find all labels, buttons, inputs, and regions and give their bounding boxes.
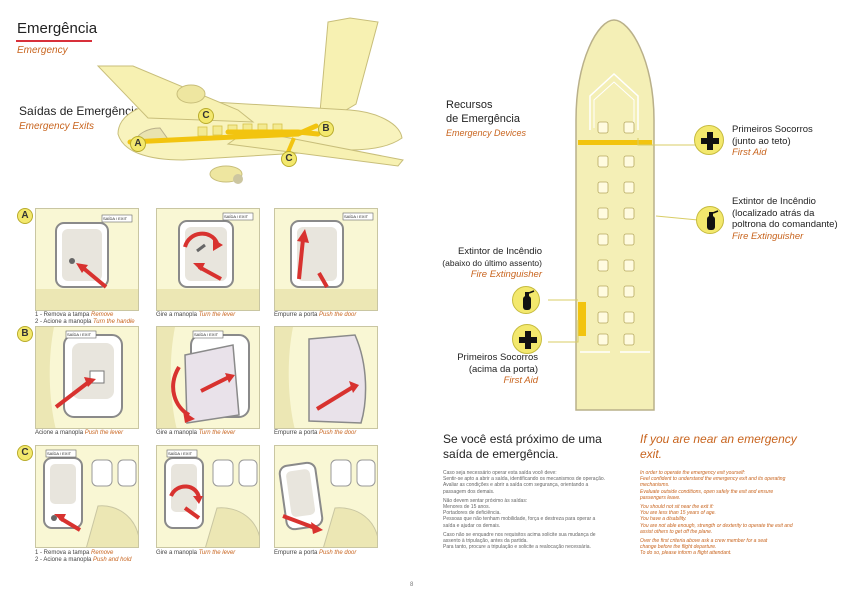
near-exit-instructions-en: In order to operate the emergency exit y…	[640, 470, 793, 557]
title-underline	[16, 40, 92, 42]
exit-sign: SAÍDA / EXIT	[67, 332, 92, 337]
exit-a-marker: A	[130, 136, 146, 152]
row-a-label: A	[17, 208, 33, 224]
step-c1-panel: SAÍDA / EXIT	[35, 445, 139, 548]
step-a3-panel: SAÍDA / EXIT	[274, 208, 378, 311]
fire-extinguisher-left-icon	[512, 286, 540, 314]
first-aid-top-label: Primeiros Socorros (junto ao teto) First…	[732, 124, 813, 158]
devices-title-line1: Recursos	[446, 99, 493, 111]
first-aid-left-label: Primeiros Socorros (acima da porta) Firs…	[457, 352, 538, 386]
exit-sign: SAÍDA / EXIT	[224, 214, 249, 219]
cabin-seat-map	[575, 19, 655, 411]
step-c3-caption: Empurre a porta Push the door	[274, 550, 357, 556]
first-aid-top-icon	[694, 125, 724, 155]
devices-subtitle: Emergency Devices	[446, 128, 527, 138]
exit-sign: SAÍDA / EXIT	[103, 216, 128, 221]
near-exit-title-en: If you are near an emergency exit.	[640, 432, 797, 461]
step-a3-caption: Empurre a porta Push the door	[274, 312, 357, 318]
row-c-label: C	[17, 445, 33, 461]
airplane-illustration	[96, 17, 404, 184]
exit-sign: SAÍDA / EXIT	[47, 451, 72, 456]
first-aid-left-icon	[512, 324, 542, 354]
step-c2-panel: SAÍDA / EXIT	[156, 445, 260, 548]
near-exit-instructions-pt: Caso seja necessário operar esta saída v…	[443, 470, 606, 551]
leader-lines	[548, 138, 699, 343]
step-b2-caption: Gire a manopla Turn the lever	[156, 430, 236, 436]
step-c1-caption: 1 - Remova a tampa Remove 2 - Acione a m…	[35, 550, 132, 563]
fire-extinguisher-right-label: Extintor de Incêndio (localizado atrás d…	[732, 196, 838, 242]
page-subtitle: Emergency	[17, 45, 68, 56]
step-b2-panel: SAÍDA / EXIT	[156, 326, 260, 429]
exit-sign: SAÍDA / EXIT	[194, 332, 219, 337]
page-title: Emergência	[17, 20, 98, 37]
exits-title: Saídas de Emergência	[19, 104, 141, 118]
exit-b-marker: B	[318, 121, 334, 137]
exit-c-marker-top: C	[198, 108, 214, 124]
step-b1-panel: SAÍDA / EXIT	[35, 326, 139, 429]
step-c2-caption: Gire a manopla Turn the lever	[156, 550, 236, 556]
near-exit-title-pt: Se você está próximo de uma saída de eme…	[443, 432, 602, 461]
step-b3-panel	[274, 326, 378, 429]
exits-subtitle: Emergency Exits	[19, 121, 95, 132]
step-a2-panel: SAÍDA / EXIT	[156, 208, 260, 311]
page-number: 8	[410, 582, 414, 588]
row-b-label: B	[17, 326, 33, 342]
step-a1-panel: SAÍDA / EXIT	[35, 208, 139, 311]
exit-sign: SAÍDA / EXIT	[344, 214, 369, 219]
step-c3-panel	[274, 445, 378, 548]
step-b1-caption: Acione a manopla Push the lever	[35, 430, 124, 436]
fire-extinguisher-right-icon	[696, 206, 724, 234]
exit-c-marker-bottom: C	[281, 151, 297, 167]
step-a1-caption: 1 - Remova a tampa Remove 2 - Acione a m…	[35, 312, 135, 325]
exit-sign: SAÍDA / EXIT	[168, 451, 193, 456]
step-a2-caption: Gire a manopla Turn the lever	[156, 312, 236, 318]
step-b3-caption: Empurre a porta Push the door	[274, 430, 357, 436]
devices-title-line2: de Emergência	[446, 113, 520, 125]
fire-extinguisher-left-label: Extintor de Incêndio (abaixo do último a…	[442, 246, 542, 280]
